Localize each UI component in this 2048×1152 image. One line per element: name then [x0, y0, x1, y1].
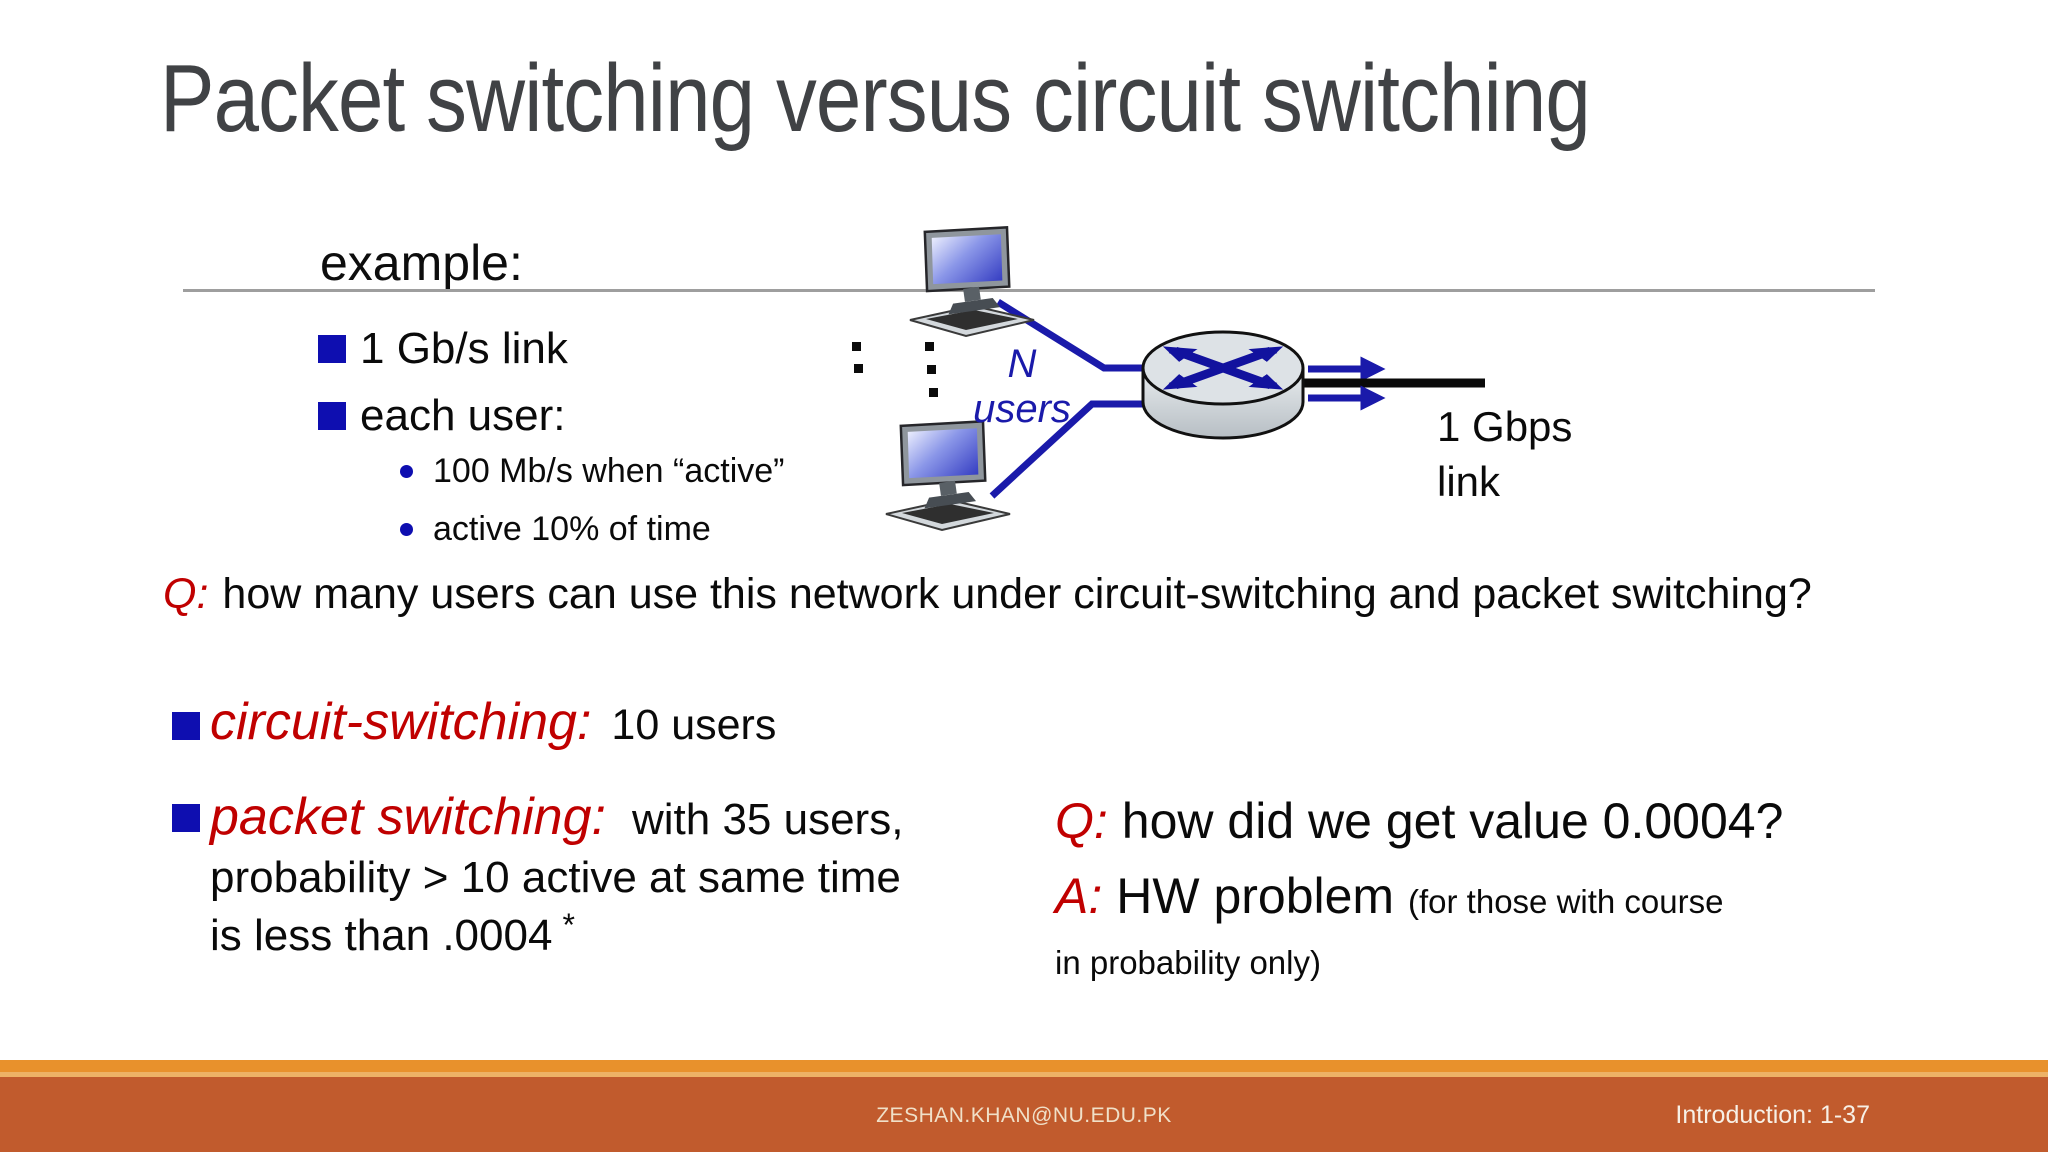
- dot-bullet-icon: [400, 465, 413, 478]
- computer-icon: [908, 220, 1036, 338]
- answer2-main: HW problem: [1116, 868, 1395, 924]
- example-heading: example:: [320, 235, 523, 291]
- bullet-item-each-user: each user:: [318, 391, 565, 441]
- packet-line-1: packet switching: with 35 users,: [210, 788, 903, 849]
- question-prefix: Q:: [163, 570, 209, 618]
- packet-line-3-text: is less than .0004: [210, 911, 553, 960]
- answer2-note: (for those with course in probability on…: [1055, 883, 1724, 981]
- question2-text: how did we get value 0.0004?: [1121, 793, 1784, 849]
- footer-main-bar: ZESHAN.KHAN@NU.EDU.PK Introduction: 1-37: [0, 1077, 2048, 1152]
- footer-email: ZESHAN.KHAN@NU.EDU.PK: [876, 1104, 1172, 1127]
- question-text: how many users can use this network unde…: [222, 570, 1812, 618]
- packet-line-1-rest: with 35 users,: [631, 795, 904, 844]
- packet-line-2: probability > 10 active at same time: [210, 853, 901, 902]
- circuit-switching-value: 10 users: [611, 701, 777, 749]
- square-bullet-icon: [172, 804, 200, 832]
- footer-accent-strip-thin: [0, 1072, 2048, 1077]
- footnote-asterisk: *: [562, 907, 575, 943]
- circuit-switching-term: circuit-switching:: [210, 693, 592, 751]
- question-prefix: Q:: [1055, 793, 1108, 849]
- answer2-line: A:HW problem (for those with course in p…: [1055, 866, 1731, 988]
- footer-page-number: Introduction: 1-37: [1675, 1101, 1870, 1129]
- square-bullet-icon: [318, 335, 346, 363]
- answer-prefix: A:: [1055, 868, 1103, 924]
- packet-switching-text: packet switching: with 35 users, probabil…: [210, 788, 903, 968]
- access-link-line: [996, 299, 1148, 372]
- n-users-label: N users: [973, 342, 1071, 431]
- question-line: Q: how many users can use this network un…: [163, 570, 1812, 619]
- sub-bullet-label: 100 Mb/s when “active”: [433, 452, 785, 490]
- packet-line-3: is less than .0004*: [210, 907, 903, 968]
- ellipsis-dots-icon: [852, 342, 938, 397]
- router-icon: [1141, 330, 1305, 440]
- computer-icon: [884, 413, 1012, 532]
- square-bullet-icon: [318, 402, 346, 430]
- heading-underline: [183, 289, 1875, 292]
- question2-line: Q:how did we get value 0.0004?: [1055, 792, 1783, 850]
- bullet-label: each user:: [360, 391, 566, 440]
- footer-accent-strip: [0, 1060, 2048, 1072]
- square-bullet-icon: [172, 712, 200, 740]
- sub-bullet-active-rate: 100 Mb/s when “active”: [400, 452, 785, 491]
- gbps-link-label: 1 Gbps link: [1437, 403, 1573, 505]
- network-diagram: [852, 220, 1485, 532]
- footer-bar: ZESHAN.KHAN@NU.EDU.PK Introduction: 1-37: [0, 1060, 2048, 1152]
- qa-block: Q:how did we get value 0.0004? A:HW prob…: [1055, 792, 1783, 988]
- packet-switching-block: packet switching: with 35 users, probabil…: [172, 788, 903, 968]
- dot-bullet-icon: [400, 523, 413, 536]
- bullet-item-link: 1 Gb/s link: [318, 324, 568, 374]
- packet-switching-term: packet switching:: [210, 788, 606, 846]
- sub-bullet-label: active 10% of time: [433, 510, 711, 548]
- access-link-line: [989, 400, 1150, 499]
- circuit-switching-line: circuit-switching: 10 users: [172, 692, 776, 752]
- sub-bullet-active-time: active 10% of time: [400, 510, 711, 549]
- bullet-label: 1 Gb/s link: [360, 324, 568, 373]
- page-title: Packet switching versus circuit switchin…: [160, 45, 1591, 152]
